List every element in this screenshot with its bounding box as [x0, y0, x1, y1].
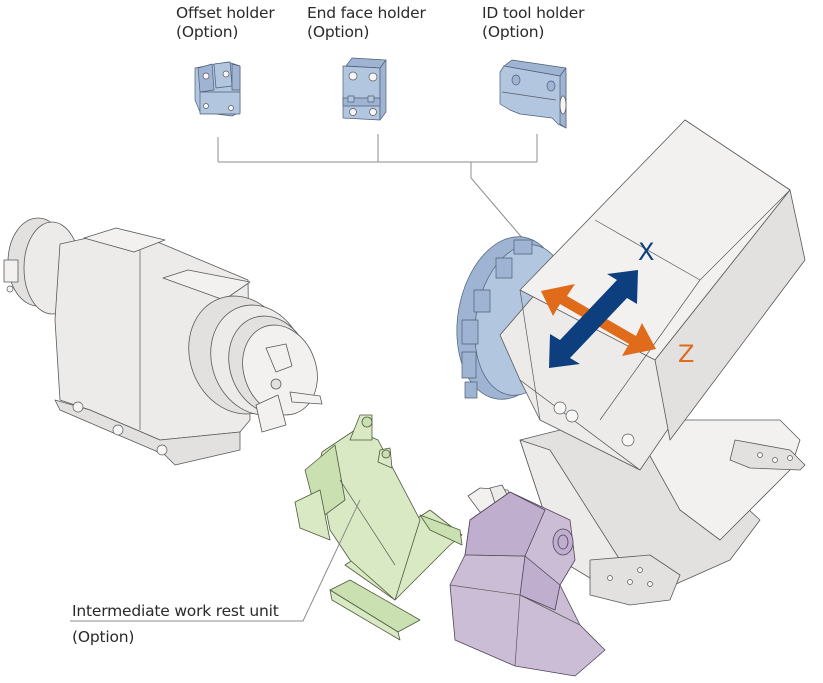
end-face-holder-label: End face holder (Option) [307, 4, 426, 42]
id-tool-holder-label: ID tool holder (Option) [482, 4, 584, 42]
work-rest-name: Intermediate work rest unit [72, 602, 279, 620]
axis-arrows [541, 270, 656, 368]
offset-holder-image [194, 61, 241, 117]
holder-bracket-leader [217, 134, 538, 241]
offset-holder-name: Offset holder [176, 4, 275, 22]
work-rest-note: (Option) [72, 628, 135, 646]
end-face-holder-note: (Option) [307, 23, 370, 41]
work-rest-unit [294, 414, 463, 641]
headstock [3, 217, 323, 466]
id-tool-holder-image [499, 59, 567, 129]
tailstock [449, 484, 606, 677]
work-rest-leader [70, 499, 361, 622]
id-tool-holder-note: (Option) [482, 23, 545, 41]
offset-holder-note: (Option) [176, 23, 239, 41]
end-face-holder-name: End face holder [307, 4, 426, 22]
x-axis-label: X [638, 238, 655, 266]
end-face-holder-image [342, 57, 387, 121]
offset-holder-label: Offset holder (Option) [176, 4, 275, 42]
z-axis-label: Z [678, 340, 695, 368]
turret-carriage [499, 119, 806, 606]
x-axis-arrow [549, 270, 638, 368]
id-tool-holder-name: ID tool holder [482, 4, 585, 22]
